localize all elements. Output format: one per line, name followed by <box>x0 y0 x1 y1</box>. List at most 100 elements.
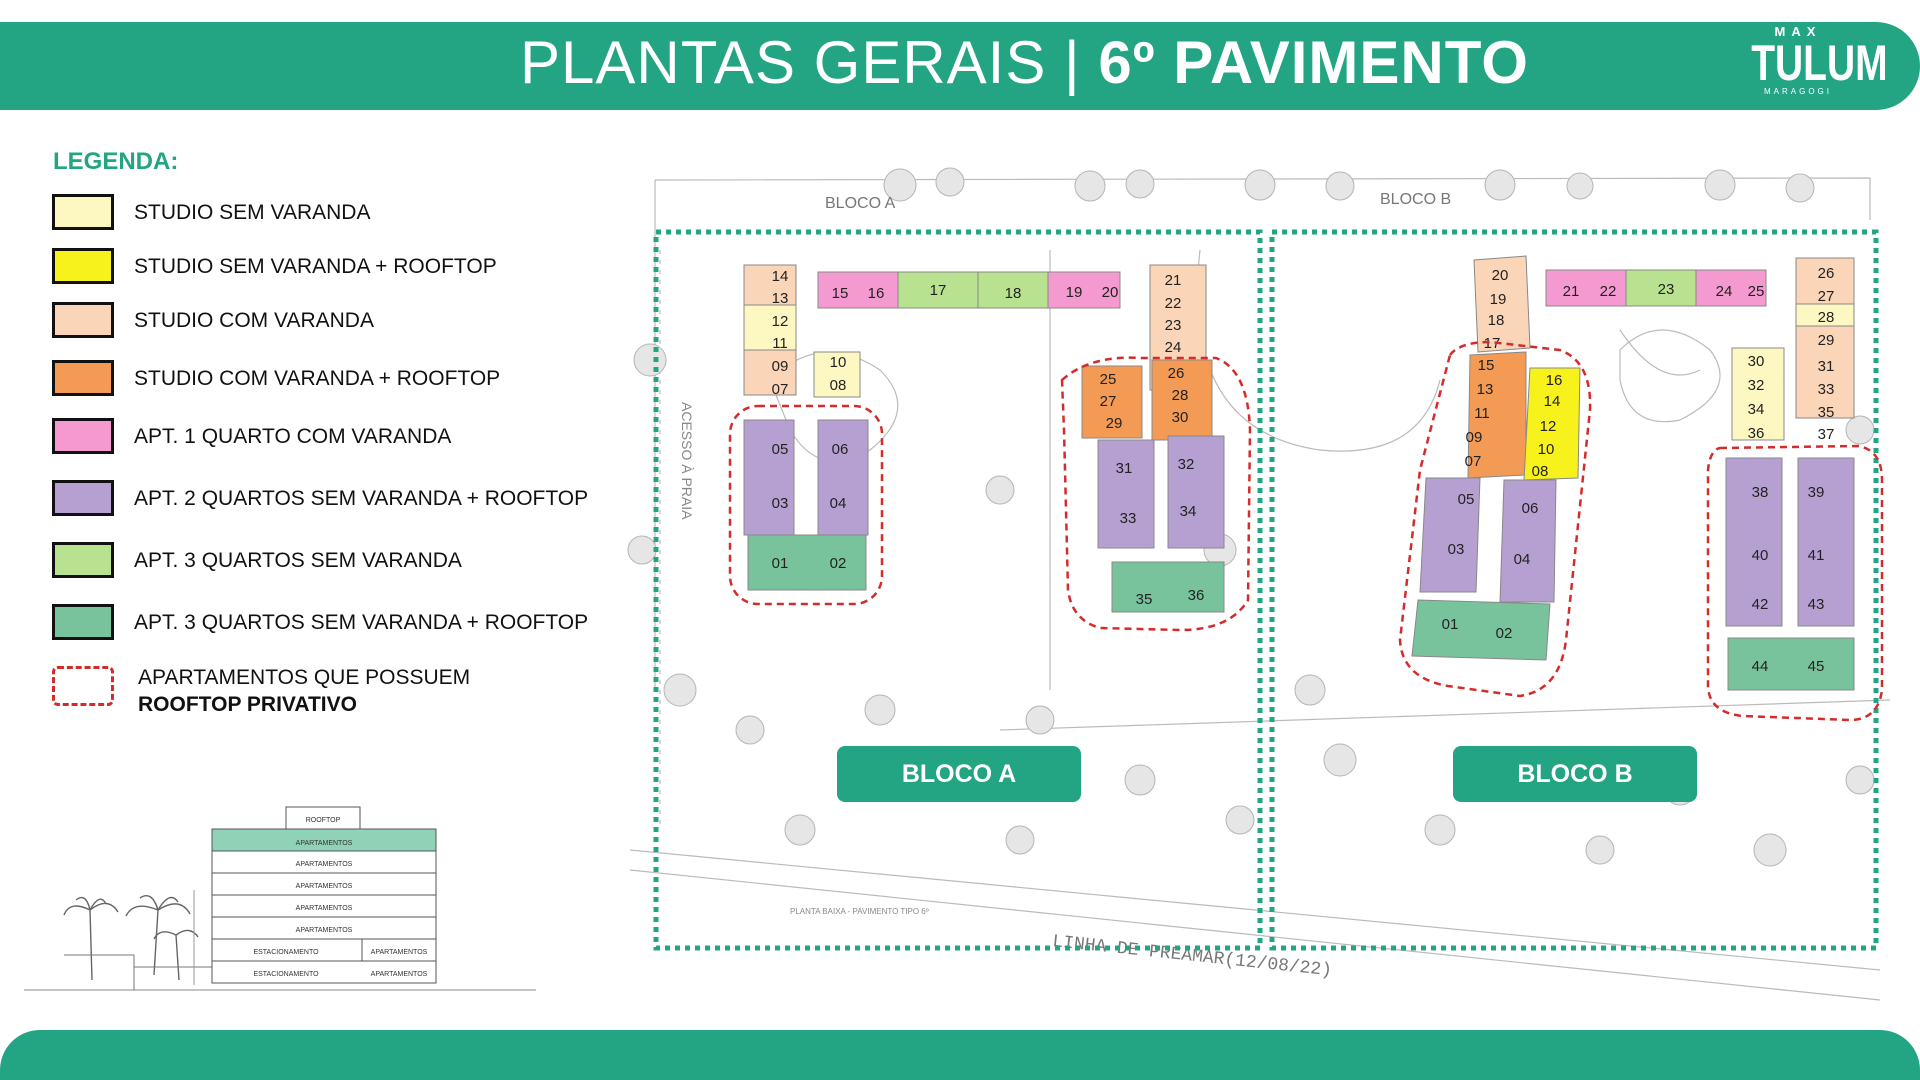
rooftop-outline <box>1398 340 1592 698</box>
unit-label: 36 <box>1188 587 1205 604</box>
unit-label: 02 <box>830 555 847 572</box>
unit-label: 23 <box>1658 281 1675 298</box>
rooftop-outline <box>1060 356 1252 632</box>
unit-label: 34 <box>1180 503 1197 520</box>
bloco-a-frame <box>653 229 1263 951</box>
unit-label: 38 <box>1752 484 1769 501</box>
section-floor-label: APARTAMENTOS <box>296 861 353 868</box>
unit-label: 06 <box>1522 500 1539 517</box>
unit-label: 22 <box>1165 295 1182 312</box>
unit-label: 13 <box>1477 381 1494 398</box>
unit-label: 11 <box>772 335 788 352</box>
logo-main: TULUM <box>1751 35 1888 91</box>
unit-label: 33 <box>1120 510 1137 527</box>
legend-label: STUDIO COM VARANDA <box>134 309 374 332</box>
unit-label: 18 <box>1005 285 1022 302</box>
unit-label: 12 <box>772 313 789 330</box>
unit-label: 33 <box>1818 381 1835 398</box>
unit-label: 36 <box>1748 425 1765 442</box>
brand-logo: MAX TULUM MARAGOGI <box>1738 24 1888 96</box>
site-plan: BLOCO A BLOCO B ACESSO À PRAIA LINHA DE … <box>627 167 1891 1001</box>
unit-label: 42 <box>1752 596 1769 613</box>
logo-sub: MARAGOGI <box>1763 87 1832 96</box>
unit-label: 29 <box>1818 332 1835 349</box>
legend-label-bold: ROOFTOP PRIVATIVO <box>138 693 357 716</box>
title-light: PLANTAS GERAIS | <box>520 29 1099 96</box>
unit-label: 43 <box>1808 596 1825 613</box>
section-rooftop-label: ROOFTOP <box>306 817 341 824</box>
unit-label: 41 <box>1808 547 1825 564</box>
bloco-a-button[interactable]: BLOCO A <box>837 746 1081 802</box>
unit-label: 08 <box>830 377 847 394</box>
page-title: PLANTAS GERAIS | 6º PAVIMENTO <box>520 28 1529 97</box>
unit-label: 35 <box>1818 404 1835 421</box>
unit-label: 10 <box>1538 441 1555 458</box>
title-bold: 6º PAVIMENTO <box>1098 29 1529 96</box>
unit-label: 16 <box>1546 372 1563 389</box>
unit-label: 16 <box>868 285 885 302</box>
unit-label: 01 <box>772 555 789 572</box>
unit-label: 11 <box>1474 405 1490 422</box>
legend-swatch <box>52 194 114 230</box>
legend-label: STUDIO SEM VARANDA + ROOFTOP <box>134 255 497 278</box>
unit-label: 20 <box>1492 267 1509 284</box>
unit-label: 26 <box>1818 265 1835 282</box>
unit-label: 21 <box>1563 283 1580 300</box>
legend-label: APT. 2 QUARTOS SEM VARANDA + ROOFTOP <box>134 487 589 510</box>
bloco-b-button[interactable]: BLOCO B <box>1453 746 1697 802</box>
legend-swatch <box>52 604 114 640</box>
unit-label: 02 <box>1496 625 1513 642</box>
legend-label: STUDIO SEM VARANDA <box>134 201 371 224</box>
unit-label: 30 <box>1748 353 1765 370</box>
plan-bloco-b-label: BLOCO B <box>1380 191 1451 208</box>
header-bar <box>0 22 1920 110</box>
legend-swatch <box>52 480 114 516</box>
unit-label: 37 <box>1818 426 1835 443</box>
unit-label: 14 <box>1544 393 1561 410</box>
bloco-b-frame <box>1269 229 1879 951</box>
section-floor-label: APARTAMENTOS <box>296 927 353 934</box>
unit-label: 25 <box>1748 283 1765 300</box>
logo-top: MAX <box>1774 24 1822 39</box>
section-parking-label: ESTACIONAMENTO <box>253 949 319 956</box>
legend-swatch <box>52 302 114 338</box>
unit-label: 25 <box>1100 371 1117 388</box>
unit-label: 23 <box>1165 317 1182 334</box>
unit-label: 13 <box>772 290 789 307</box>
legend-title: LEGENDA: <box>53 148 179 175</box>
legend-label: APARTAMENTOS QUE POSSUEM <box>138 666 471 689</box>
legend-swatch-dashed <box>52 666 114 706</box>
unit-label: 17 <box>930 282 947 299</box>
unit-label: 14 <box>772 268 789 285</box>
unit-label: 32 <box>1748 377 1765 394</box>
legend-label: STUDIO COM VARANDA + ROOFTOP <box>134 367 501 390</box>
plan-bloco-a-label: BLOCO A <box>825 195 896 212</box>
footer-bar <box>0 1030 1920 1080</box>
unit-label: 19 <box>1490 291 1507 308</box>
palm-tree-icon <box>63 895 199 981</box>
legend-label: APT. 3 QUARTOS SEM VARANDA <box>134 549 462 572</box>
unit-label: 15 <box>832 285 849 302</box>
unit-label: 44 <box>1752 658 1769 675</box>
section-floor-label: APARTAMENTOS <box>296 883 353 890</box>
rooftop-outline <box>728 404 884 606</box>
section-parking-apts-label: APARTAMENTOS <box>371 971 428 978</box>
unit-label: 05 <box>1458 491 1475 508</box>
unit-label: 30 <box>1172 409 1189 426</box>
unit-label: 28 <box>1818 309 1835 326</box>
unit-label: 29 <box>1106 415 1123 432</box>
legend-swatch <box>52 248 114 284</box>
unit-label: 06 <box>832 441 849 458</box>
unit-label: 39 <box>1808 484 1825 501</box>
unit-label: 15 <box>1478 357 1495 374</box>
unit-label: 27 <box>1100 393 1117 410</box>
legend-swatch <box>52 360 114 396</box>
unit-label: 08 <box>1532 463 1549 480</box>
unit-label: 01 <box>1442 616 1459 633</box>
unit-label: 28 <box>1172 387 1189 404</box>
unit-label: 24 <box>1716 283 1733 300</box>
linha-preamar-label: LINHA DE PREAMAR(12/08/22) <box>1051 932 1332 981</box>
unit-label: 05 <box>772 441 789 458</box>
section-parking-apts-label: APARTAMENTOS <box>371 949 428 956</box>
unit-label: 03 <box>1448 541 1465 558</box>
